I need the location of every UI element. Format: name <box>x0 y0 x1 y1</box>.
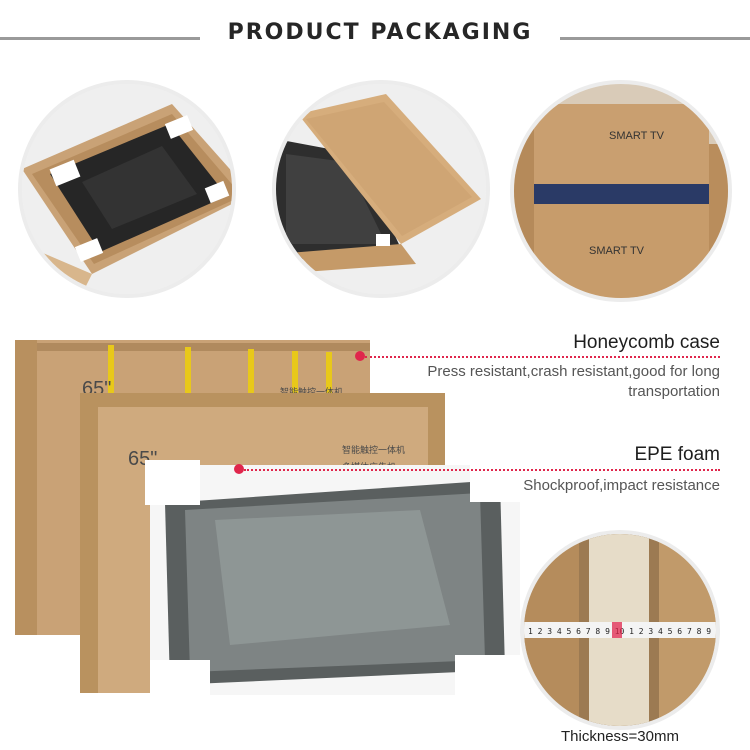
epe-title: EPE foam <box>634 444 720 465</box>
honeycomb-description: Press resistant,crash resistant,good for… <box>427 363 720 400</box>
photo-box-lid <box>272 80 490 298</box>
epe-marker-dot <box>234 464 244 474</box>
honeycomb-title: Honeycomb case <box>573 332 720 353</box>
photo-open-box <box>18 80 236 298</box>
open-box-illustration <box>22 84 232 294</box>
photo-thickness-detail: 1 2 3 4 5 6 7 8 9 10 1 2 3 4 5 6 7 8 9 1… <box>520 530 720 730</box>
box-lid-illustration <box>276 84 486 294</box>
thickness-caption: Thickness=30mm <box>561 728 679 745</box>
thickness-illustration: 1 2 3 4 5 6 7 8 9 10 1 2 3 4 5 6 7 8 9 1… <box>524 534 716 726</box>
epe-leader-line <box>244 469 720 471</box>
header-rule-right <box>560 37 750 40</box>
honeycomb-marker-dot <box>355 351 365 361</box>
smart-tv-label-top: SMART TV <box>609 130 665 142</box>
stacked-boxes-illustration: SMART TV SMART TV <box>514 84 728 298</box>
smart-tv-label-bottom: SMART TV <box>589 245 645 257</box>
honeycomb-leader-line <box>365 356 720 358</box>
photo-stacked-boxes: SMART TV SMART TV <box>510 80 732 302</box>
page-title: PRODUCT PACKAGING <box>227 20 533 45</box>
main-packaging-photo: 65" 智能触控一体机 65" 智能触控一体机 多媒体广告机 <box>15 340 520 700</box>
box-cn-label-front-1: 智能触控一体机 <box>342 444 405 456</box>
header-rule-left <box>0 37 200 40</box>
epe-description: Shockproof,impact resistance <box>523 477 720 494</box>
